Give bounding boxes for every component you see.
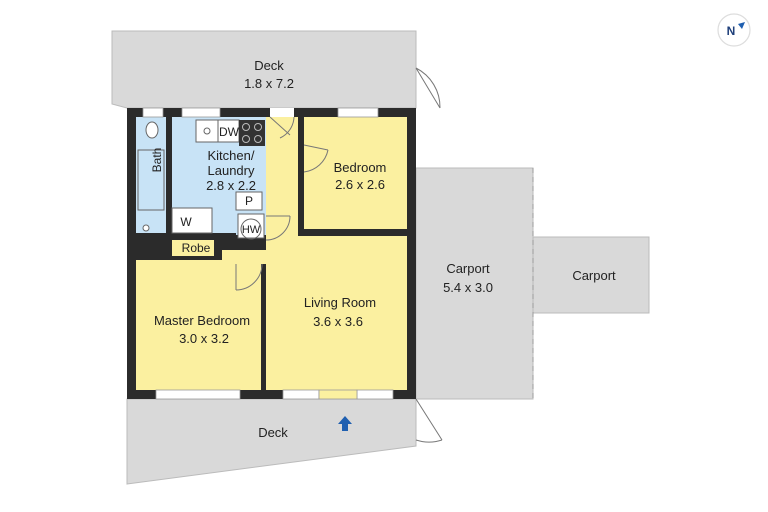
master-passage-area — [222, 250, 266, 264]
window-bottom-master — [155, 389, 241, 400]
bedroom-area — [304, 117, 407, 229]
hw-cupboard-door-swing — [265, 215, 291, 241]
master-living-wall — [261, 264, 266, 390]
compass-label: N — [727, 24, 736, 38]
living-room-area — [266, 236, 407, 390]
bedroom-door-swing — [303, 144, 329, 173]
sliding-door-living — [318, 389, 358, 400]
window-bottom-living-left — [282, 389, 320, 400]
bedroom-name: Bedroom — [334, 160, 387, 175]
window-top-bedroom — [337, 107, 379, 118]
bath-tub — [137, 149, 165, 211]
bedroom-bottom-wall — [304, 229, 407, 236]
kitchen-name-line1: Kitchen/ — [208, 148, 255, 163]
compass-arrow-icon — [738, 22, 745, 29]
burner-1-icon — [242, 123, 250, 131]
deck-top-door-swing — [415, 67, 441, 109]
kitchen-bottom-wall — [136, 233, 236, 240]
robe-name: Robe — [182, 241, 211, 255]
entry-arrow-icon — [338, 416, 352, 431]
window-bottom-living-right — [356, 389, 394, 400]
window-top-bath — [142, 107, 164, 118]
master-dims: 3.0 x 3.2 — [179, 331, 229, 346]
living-name: Living Room — [304, 295, 376, 310]
hallway-area — [266, 117, 298, 237]
robe-area — [172, 240, 214, 256]
entry-door-gap — [270, 108, 294, 117]
bath-name: Bath — [150, 148, 164, 173]
burner-2-icon — [254, 123, 262, 131]
master-door-swing — [235, 263, 263, 291]
kitchen-name-line2: Laundry — [208, 163, 255, 178]
bedroom-dims: 2.6 x 2.6 — [335, 177, 385, 192]
carport-main-dims: 5.4 x 3.0 — [443, 280, 493, 295]
w-label: W — [180, 215, 192, 229]
basin-icon — [142, 224, 150, 232]
sink-icon — [195, 119, 219, 143]
carport-side-name: Carport — [572, 268, 616, 283]
living-dims: 3.6 x 3.6 — [313, 314, 363, 329]
deck-top-name: Deck — [254, 58, 284, 73]
window-top-kitchen — [181, 107, 221, 118]
master-bedroom-area — [136, 260, 261, 390]
burner-4-icon — [254, 135, 262, 143]
hot-water-unit-icon — [240, 218, 262, 240]
washer-box — [171, 207, 213, 234]
deck-top-dims: 1.8 x 7.2 — [244, 76, 294, 91]
compass-circle — [717, 13, 751, 47]
pantry-box — [235, 191, 263, 211]
carport-main-name: Carport — [446, 261, 490, 276]
toilet-icon — [145, 121, 159, 139]
hall-bedroom-wall — [298, 117, 304, 235]
deck-bottom-name: Deck — [258, 425, 288, 440]
cooktop-icon — [239, 120, 265, 146]
master-name: Master Bedroom — [154, 313, 250, 328]
deck-bottom-door-swing — [415, 398, 443, 443]
kitchen-dims: 2.8 x 2.2 — [206, 178, 256, 193]
deck-bottom — [126, 398, 417, 485]
burner-3-icon — [242, 135, 250, 143]
bath-wall — [166, 117, 172, 233]
p-label: P — [245, 194, 253, 208]
entry-door-swing — [269, 116, 295, 139]
dw-label: DW — [219, 125, 240, 139]
sink-drain-icon — [203, 127, 211, 135]
carport-side-area — [532, 236, 650, 314]
north-compass: N — [717, 13, 751, 47]
robe-side-wall — [214, 240, 222, 260]
hw-label: HW — [242, 224, 261, 236]
